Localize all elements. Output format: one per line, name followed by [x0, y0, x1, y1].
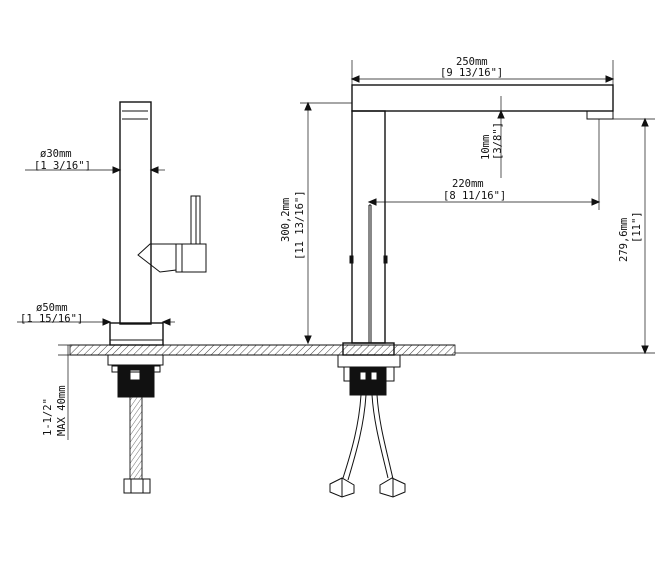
- dim-total-height-imperial: [11 13/16"]: [294, 190, 306, 260]
- front-view-spout: [351, 84, 614, 112]
- side-view-threaded-rod: [129, 396, 143, 480]
- dim-spout-total-length: 250mm [9 13/16"]: [350, 56, 615, 85]
- dim-spout-reach-metric: 220mm: [452, 178, 484, 190]
- dim-spout-thickness-imperial: [3/8"]: [492, 122, 504, 160]
- dim-total-height-metric: 300,2mm: [280, 198, 292, 242]
- dim-left-shaft-diameter-metric: ø30mm: [40, 148, 72, 160]
- front-view-aerator: [586, 110, 614, 120]
- dim-spout-reach-imperial: [8 11/16"]: [443, 190, 506, 202]
- front-view-faucet: [329, 84, 614, 498]
- side-view-faucet: [107, 101, 207, 494]
- front-view-supply-hoses: [329, 394, 406, 498]
- dim-spout-reach: 220mm [8 11/16"]: [367, 119, 601, 210]
- dim-left-base-diameter: ø50mm [1 15/16"]: [17, 302, 175, 326]
- dim-counter-thickness: 1-1/2" MAX 40mm: [42, 344, 80, 440]
- dim-outlet-height-imperial: [11"]: [631, 211, 643, 243]
- side-view-body: [119, 101, 152, 325]
- dim-spout-total-length-metric: 250mm: [456, 56, 488, 68]
- dim-spout-thickness-metric: 10mm: [480, 135, 492, 160]
- dim-left-base-diameter-imperial: [1 15/16"]: [20, 313, 83, 325]
- dim-outlet-height: 279,6mm [11"]: [455, 117, 655, 355]
- dim-total-height: 300,2mm [11 13/16"]: [280, 101, 352, 345]
- dim-counter-thickness-metric: MAX 40mm: [56, 385, 68, 436]
- side-view-handle: [137, 195, 207, 273]
- dim-left-base-diameter-metric: ø50mm: [36, 302, 68, 314]
- dim-spout-thickness: 10mm [3/8"]: [480, 96, 505, 178]
- dim-counter-thickness-imperial: 1-1/2": [42, 398, 54, 436]
- side-view-end-nut: [123, 478, 151, 494]
- side-view-base: [109, 322, 164, 346]
- dim-spout-total-length-imperial: [9 13/16"]: [440, 67, 503, 79]
- countertop: [69, 344, 456, 356]
- dim-outlet-height-metric: 279,6mm: [618, 218, 630, 262]
- dim-left-shaft-diameter-imperial: [1 3/16"]: [34, 160, 91, 172]
- dim-left-shaft-diameter: ø30mm [1 3/16"]: [25, 148, 165, 174]
